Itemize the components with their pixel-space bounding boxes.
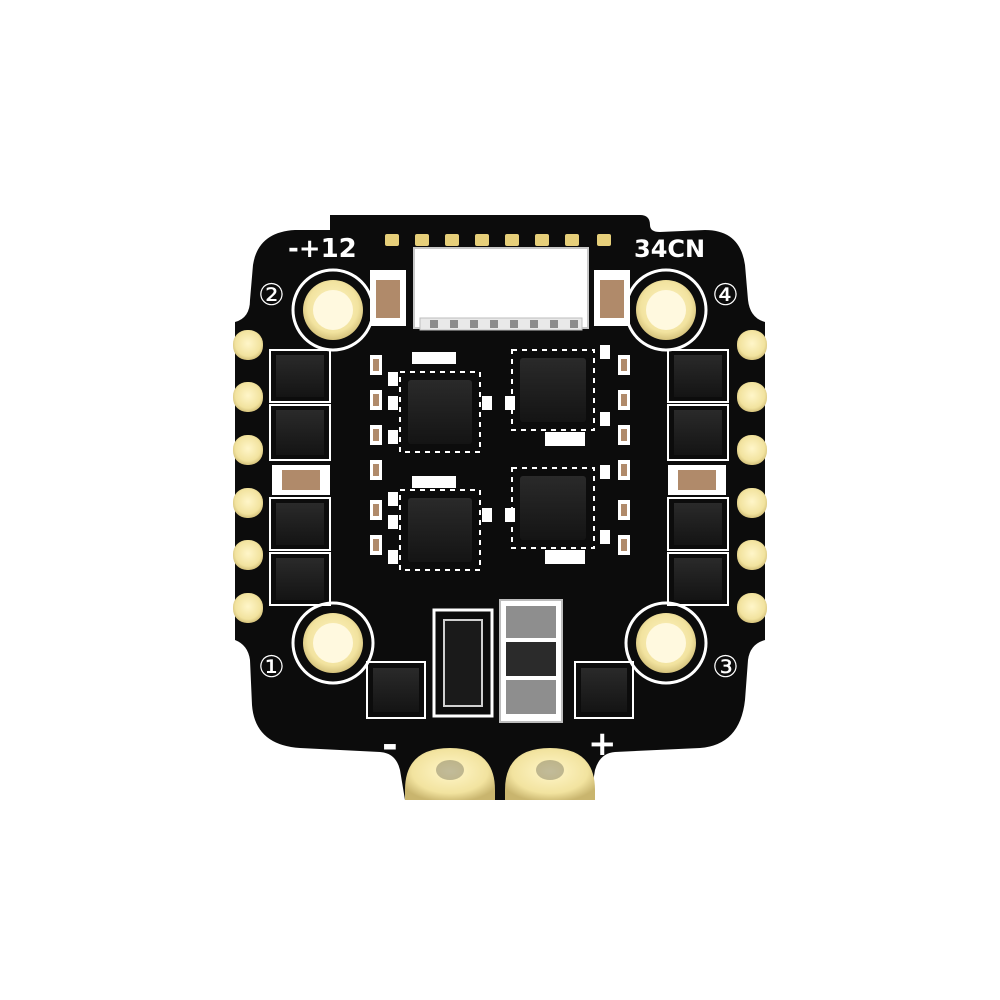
label-signal-pins: 34CN: [634, 235, 705, 263]
ic-chip-top-left: [399, 371, 481, 453]
passive-components: [370, 345, 630, 564]
resistor-arrays: [412, 352, 585, 564]
battery-pad-positive: [505, 748, 595, 800]
ic-chip-top-right: [511, 349, 595, 431]
motor-pads-right: [737, 330, 767, 623]
mount-number-3: ③: [712, 650, 739, 685]
mosfets-left: [269, 349, 331, 606]
ic-chip-bottom-left: [399, 489, 481, 571]
mount-hole-4: [624, 268, 708, 352]
mount-number-2: ②: [258, 278, 285, 313]
mount-hole-2: [291, 268, 375, 352]
mount-hole-1: [291, 601, 375, 685]
pcb-board: [235, 215, 765, 800]
connector-pins: [385, 234, 611, 246]
capacitors-top: [370, 270, 630, 326]
battery-minus-label: -: [382, 723, 398, 767]
bottom-components: [366, 599, 634, 723]
jst-connector: [413, 247, 589, 331]
battery-pad-negative: [405, 748, 495, 800]
ic-chip-bottom-right: [511, 467, 595, 549]
mount-number-1: ①: [258, 650, 285, 685]
motor-pads-left: [233, 330, 263, 623]
mosfets-right: [667, 349, 729, 606]
mount-hole-3: [624, 601, 708, 685]
label-power-pins: -+12: [288, 234, 357, 264]
mount-number-4: ④: [712, 278, 739, 313]
battery-plus-label: +: [588, 724, 617, 764]
